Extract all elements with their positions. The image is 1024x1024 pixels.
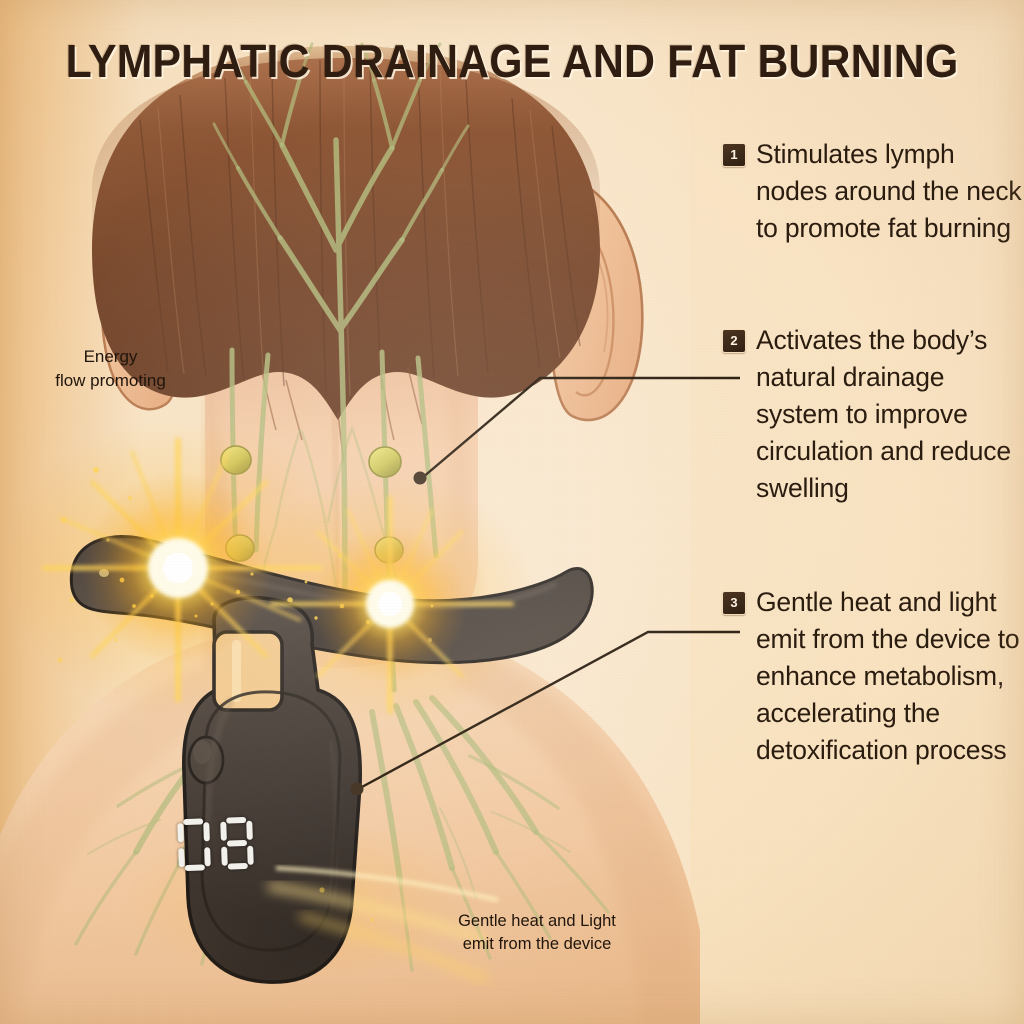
benefit-text-1: Stimulates lymph nodes around the neck t… [756,139,1022,243]
page-title: LYMPHATIC DRAINAGE AND FAT BURNING [65,35,959,87]
device-pendant [182,596,362,984]
leader-line-3 [359,630,740,790]
benefit-text-3: Gentle heat and light emit from the devi… [756,587,1020,765]
display-digit-1 [177,818,211,872]
hair-strands [139,59,581,397]
leader-dot-2 [413,471,427,485]
annotation-energy-flow-line2: flow promoting [55,371,166,390]
leader-dot-3 [350,782,364,796]
annotation-heat-light: Gentle heat and Light emit from the devi… [412,910,662,956]
glow-burst-left [41,437,323,703]
benefit-badge-3: 3 [722,591,746,615]
benefit-item-3: 3 Gentle heat and light emit from the de… [722,584,1022,769]
device-display [177,816,254,872]
leader-line-2 [421,376,740,479]
background-right-panel [690,0,1024,1024]
benefit-item-1: 1 Stimulates lymph nodes around the neck… [722,136,1022,247]
annotation-energy-flow-line1: Energy [83,347,138,366]
glow-burst-right [270,495,514,715]
shoulder-shadow-right [450,648,700,1024]
benefit-item-2: 2 Activates the body’s natural drainage … [722,322,1022,507]
display-digit-2 [220,816,254,870]
annotation-heat-light-line1: Gentle heat and Light [458,912,616,930]
benefit-badge-2: 2 [722,329,746,353]
ambient-sparkles [57,467,433,922]
benefit-badge-1: 1 [722,143,746,167]
annotation-heat-light-line2: emit from the device [462,935,612,953]
benefit-text-2: Activates the body’s natural drainage sy… [756,325,1011,503]
device-light-rays [267,866,499,983]
annotation-energy-flow: Energy flow promoting [18,345,203,393]
leader-lines [350,376,740,796]
